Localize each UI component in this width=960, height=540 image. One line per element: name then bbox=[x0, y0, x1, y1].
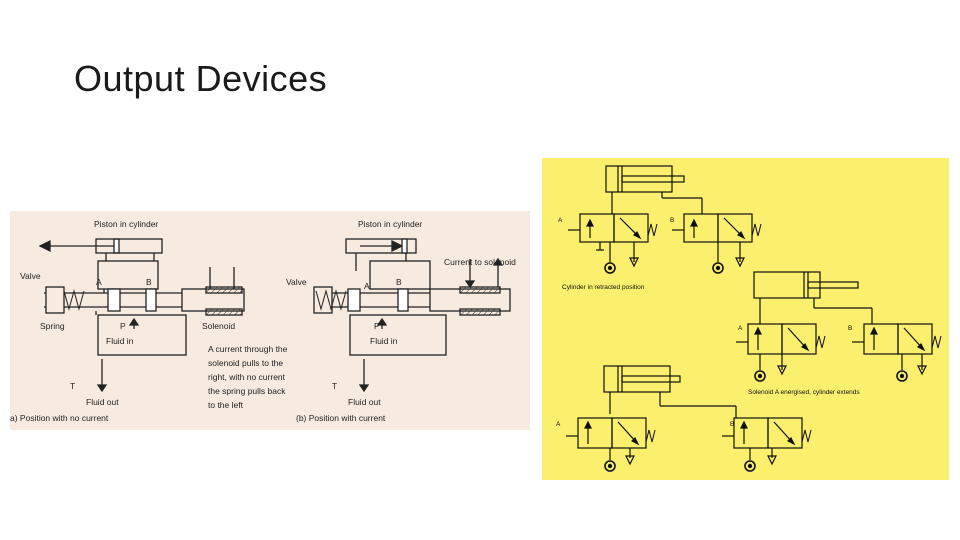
note-line-5: to the left bbox=[208, 400, 244, 410]
valve-lower-a bbox=[97, 314, 187, 356]
label-port-a-a: A bbox=[96, 277, 102, 287]
cylinder-a bbox=[95, 238, 163, 254]
valve-a-top-right bbox=[613, 213, 649, 243]
label-top-valve-b: B bbox=[670, 217, 674, 224]
cylinder-middle bbox=[753, 271, 821, 299]
label-port-t-a: T bbox=[70, 381, 75, 391]
slide-title: Output Devices bbox=[74, 58, 328, 99]
valve-lower-b bbox=[349, 314, 447, 356]
valve-b-bottom-right bbox=[767, 417, 803, 449]
caption-a: a) Position with no current bbox=[10, 413, 109, 423]
caption-top: Cylinder in retracted position bbox=[562, 284, 645, 291]
cylinder-top bbox=[605, 165, 673, 193]
valve-b-bottom-left bbox=[733, 417, 769, 449]
valve-b-middle-right bbox=[897, 323, 933, 355]
label-bottom-valve-a: A bbox=[556, 421, 561, 428]
label-fluid-in-b: Fluid in bbox=[370, 336, 398, 346]
caption-b: (b) Position with current bbox=[296, 413, 386, 423]
label-port-b-b: B bbox=[396, 277, 402, 287]
note-line-3: right, with no current bbox=[208, 372, 286, 382]
label-port-p-b: P bbox=[374, 321, 380, 331]
valve-upper-a bbox=[97, 260, 159, 290]
label-fluid-in-a: Fluid in bbox=[106, 336, 134, 346]
valve-b-top-left bbox=[683, 213, 719, 243]
piston-direction-arrow-a bbox=[38, 239, 51, 253]
label-middle-valve-a: A bbox=[738, 325, 743, 332]
label-solenoid-a: Solenoid bbox=[202, 321, 235, 331]
label-piston-b: Piston in cylinder bbox=[358, 219, 422, 229]
label-valve-a: Valve bbox=[20, 271, 41, 281]
solenoid-valve-diagram: Piston in cylinder Valve A B Spring P Fl… bbox=[10, 211, 530, 430]
piston-direction-arrow-b bbox=[391, 239, 404, 253]
valve-b-middle-left bbox=[863, 323, 899, 355]
label-port-a-b: A bbox=[364, 281, 370, 291]
valve-a-bottom-right bbox=[611, 417, 647, 449]
cylinder-b bbox=[345, 238, 417, 254]
caption-middle: Solenoid A energised, cylinder extends bbox=[748, 389, 860, 396]
note-line-4: the spring pulls back bbox=[208, 386, 286, 396]
valve-a-top-left bbox=[579, 213, 615, 243]
pneumatic-circuit-diagram: A B Cylinder in retracted position A B S… bbox=[542, 158, 949, 480]
valve-a-middle-right bbox=[781, 323, 817, 355]
valve-b-top-right bbox=[717, 213, 753, 243]
label-valve-b: Valve bbox=[286, 277, 307, 287]
label-fluid-out-a: Fluid out bbox=[86, 397, 119, 407]
note-line-2: solenoid pulls to the bbox=[208, 358, 283, 368]
label-port-t-b: T bbox=[332, 381, 337, 391]
valve-a-bottom-left bbox=[577, 417, 613, 449]
valve-upper-b bbox=[369, 260, 431, 290]
cylinder-bottom bbox=[603, 365, 671, 393]
label-port-p-a: P bbox=[120, 321, 126, 331]
solenoid-valve-svg: Piston in cylinder Valve A B Spring P Fl… bbox=[10, 219, 516, 423]
note-line-1: A current through the bbox=[208, 344, 288, 354]
valve-a-middle-left bbox=[747, 323, 783, 355]
label-current-b: Current to solenoid bbox=[444, 257, 516, 267]
label-piston-a: Piston in cylinder bbox=[94, 219, 158, 229]
label-port-b-a: B bbox=[146, 277, 152, 287]
pneumatic-circuit-svg: A B Cylinder in retracted position A B S… bbox=[556, 165, 942, 472]
label-spring-a: Spring bbox=[40, 321, 65, 331]
label-middle-valve-b: B bbox=[848, 325, 852, 332]
label-fluid-out-b: Fluid out bbox=[348, 397, 381, 407]
label-bottom-valve-b: B bbox=[730, 421, 734, 428]
label-top-valve-a: A bbox=[558, 217, 563, 224]
